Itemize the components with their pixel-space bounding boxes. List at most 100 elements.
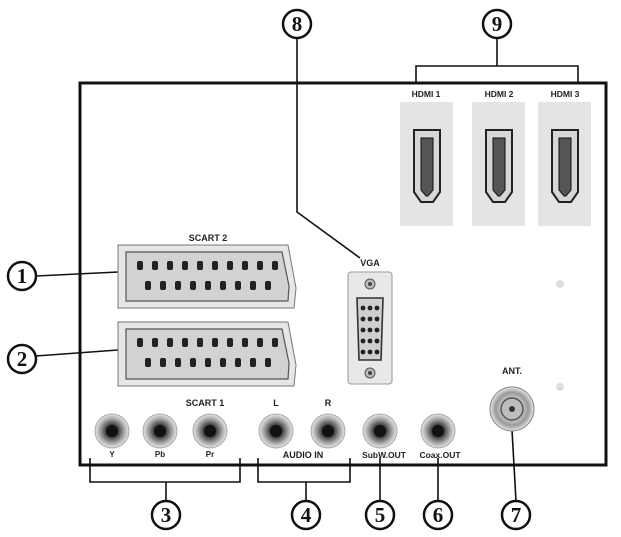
hdmi2-port [472,102,525,226]
scart-pin [272,261,278,270]
vga-pin [374,327,380,333]
vga-pin [367,316,373,322]
scart-pin [242,261,248,270]
scart-pin [272,338,278,347]
callout-2-number: 2 [17,347,28,371]
antenna-input [489,386,535,432]
vga-pin [367,305,373,311]
scart-pin [190,281,196,290]
screw-hole-lower [556,383,564,391]
vga-pin [360,338,366,344]
audio-in-l-jack [258,413,294,449]
scart-pin [220,358,226,367]
scart-pin [137,261,143,270]
scart-pin [257,338,263,347]
audio-l-label: L [273,398,279,408]
screw-hole-upper [556,280,564,288]
callout-4: 4 [257,458,351,531]
callout-7: 7 [500,429,532,531]
scart-pin [160,358,166,367]
scart-pin [250,358,256,367]
scart2-port [117,244,297,309]
vga-port [347,271,393,385]
scart-pin [190,358,196,367]
vga-pin [360,349,366,355]
callout-4-number: 4 [301,503,312,527]
scart-pin [220,281,226,290]
scart-pin [167,338,173,347]
callout-1: 1 [6,260,119,292]
audio-in-r-jack [310,413,346,449]
pb-label: Pb [155,450,165,459]
vga-pin [367,338,373,344]
callout-5: 5 [364,458,396,531]
vga-pin [360,316,366,322]
scart-pin [205,358,211,367]
scart-pin [212,261,218,270]
subwoofer-out-label: SubW.OUT [362,450,407,460]
callout-9: 9 [415,8,579,84]
vga-pin [374,316,380,322]
scart-pin [182,338,188,347]
scart-pin [197,338,203,347]
scart-pin [197,261,203,270]
hdmi3-port [538,102,591,226]
scart-pin [175,358,181,367]
hdmi3-label: HDMI 3 [551,89,580,99]
vga-pin [374,338,380,344]
audio-r-label: R [325,398,332,408]
callout-8: 8 [281,8,361,259]
scart-pin [250,281,256,290]
vga-pin [374,349,380,355]
scart-pin [242,338,248,347]
callout-6: 6 [422,458,454,531]
vga-pin [367,327,373,333]
pr-label: Pr [206,450,214,459]
coax-out-jack [420,413,456,449]
scart-pin [145,281,151,290]
scart-pin [212,338,218,347]
scart-pin [265,358,271,367]
scart-pin [160,281,166,290]
scart-pin [227,338,233,347]
component-pb-jack [142,413,178,449]
vga-pin [374,305,380,311]
scart2-label: SCART 2 [189,233,228,243]
callout-5-number: 5 [375,503,386,527]
ant-label: ANT. [502,366,522,376]
callout-1-number: 1 [17,264,28,288]
component-pr-jack [192,413,228,449]
scart-pin [152,338,158,347]
scart-pin [235,281,241,290]
callout-9-number: 9 [492,12,503,36]
scart-pin [152,261,158,270]
scart-pin [145,358,151,367]
scart-pin [235,358,241,367]
hdmi1-label: HDMI 1 [412,89,441,99]
scart-pin [182,261,188,270]
scart-pin [265,281,271,290]
scart-pin [175,281,181,290]
scart-pin [227,261,233,270]
callout-3-number: 3 [161,503,172,527]
hdmi1-port [400,102,453,226]
subwoofer-out-jack [362,413,398,449]
scart1-port [117,321,297,387]
scart-pin [257,261,263,270]
callout-3: 3 [89,458,241,531]
scart-pin [167,261,173,270]
component-y-jack [94,413,130,449]
callout-8-number: 8 [292,12,303,36]
coax-out-label: Coax.OUT [419,450,461,460]
scart-pin [205,281,211,290]
y-label: Y [109,450,115,459]
callout-2: 2 [6,343,119,375]
scart1-label: SCART 1 [186,398,225,408]
scart-pin [137,338,143,347]
vga-label: VGA [360,258,380,268]
hdmi2-label: HDMI 2 [485,89,514,99]
callout-6-number: 6 [433,503,444,527]
vga-pin [360,327,366,333]
vga-pin [360,305,366,311]
